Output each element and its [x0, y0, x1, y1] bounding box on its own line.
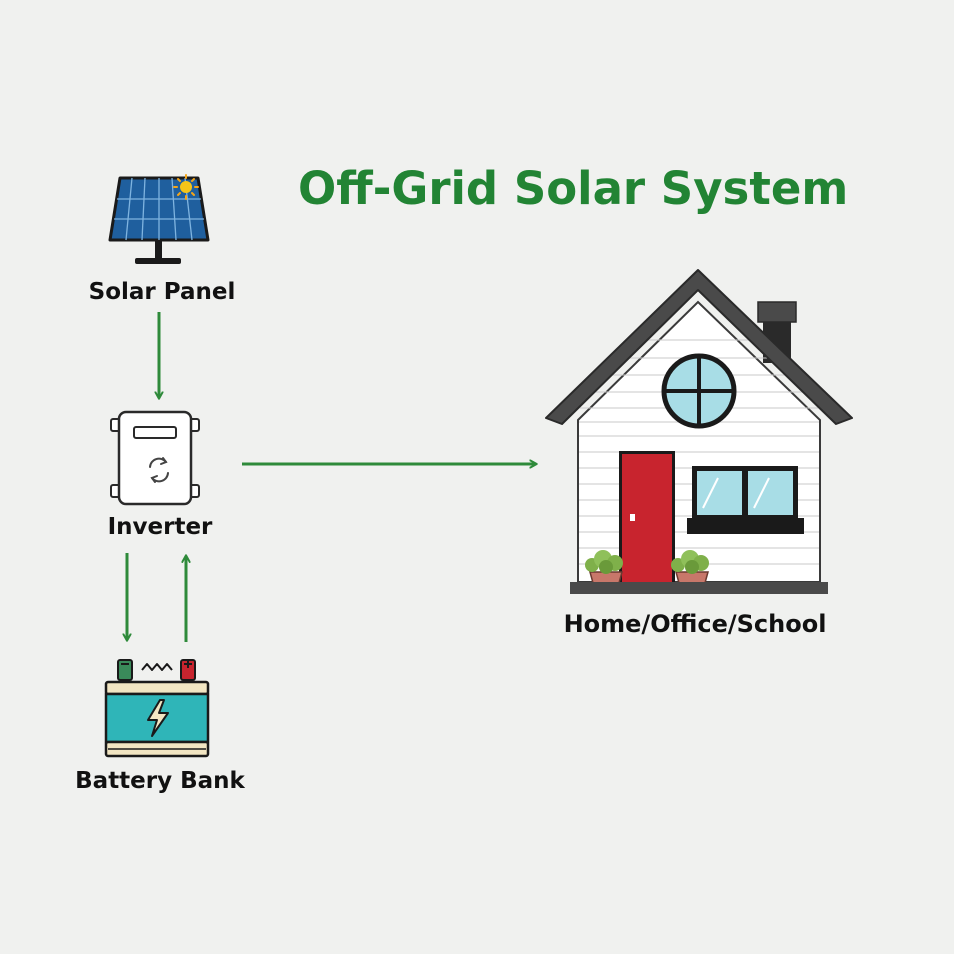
plant-left — [585, 550, 623, 584]
inverter-icon — [110, 410, 200, 506]
diagram-title: Off-Grid Solar System — [298, 162, 849, 215]
window — [687, 466, 804, 534]
round-window — [661, 353, 737, 429]
solar-panel-icon — [108, 174, 210, 264]
battery-bank-label: Battery Bank — [75, 768, 245, 794]
lightning-icon — [147, 699, 169, 737]
home-label: Home/Office/School — [563, 610, 827, 638]
house-icon — [545, 269, 853, 594]
door — [619, 451, 675, 583]
battery-icon — [104, 659, 210, 758]
sun-icon — [173, 174, 199, 200]
solar-panel-label: Solar Panel — [88, 279, 236, 305]
inverter-label: Inverter — [107, 514, 213, 540]
refresh-icon — [149, 457, 169, 483]
